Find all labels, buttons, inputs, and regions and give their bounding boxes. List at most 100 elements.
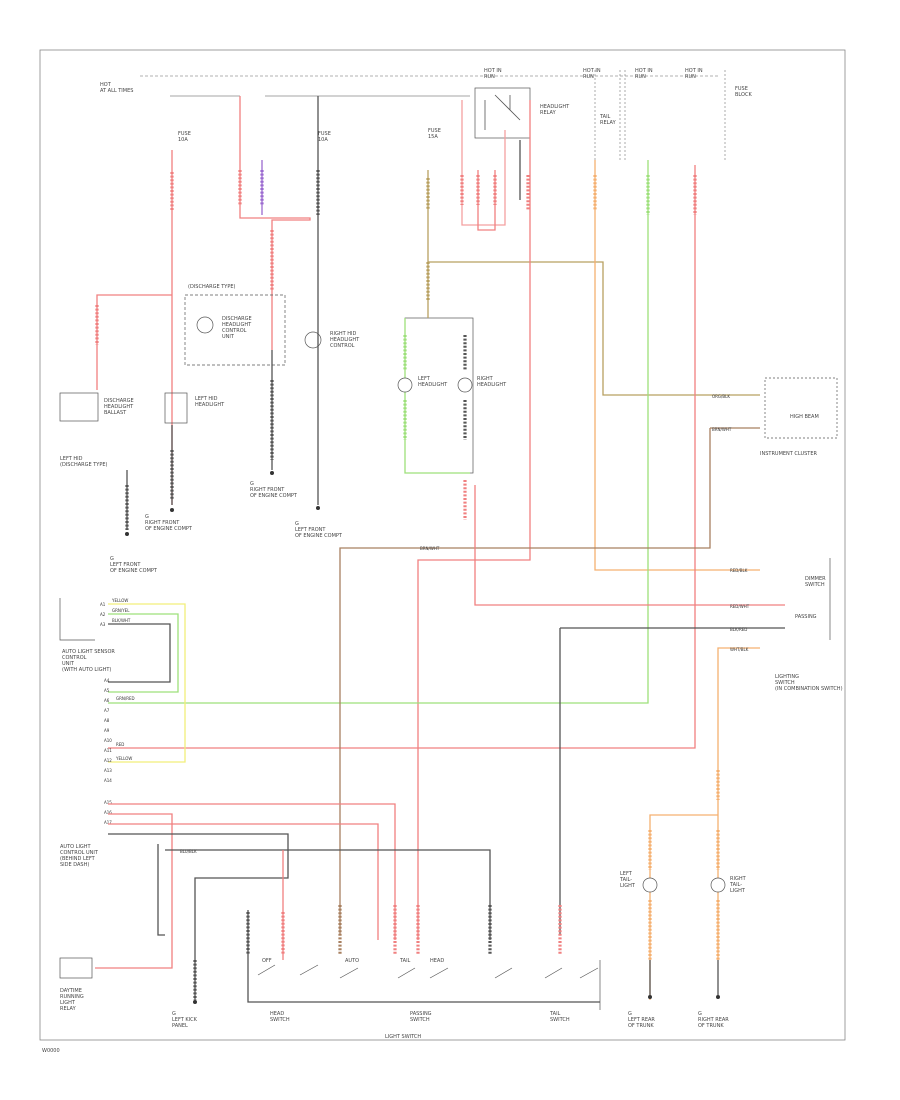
footer-code: W0000 <box>42 1048 60 1054</box>
label-passing-switch: PASSING <box>795 614 817 620</box>
svg-text:A9: A9 <box>104 728 110 733</box>
discharge-bulb <box>196 316 214 334</box>
sensor-bracket <box>59 598 95 641</box>
wire-label-red-switch: RED/WHT <box>730 604 750 609</box>
wire-orange-right <box>717 647 760 960</box>
wire-label-grn-red: GRN/RED <box>116 696 135 701</box>
svg-text:A4: A4 <box>104 678 110 683</box>
wire-label-grn: GRN/YEL <box>112 608 130 613</box>
wire-green-a <box>108 160 649 704</box>
wire-label-blu: BLU/BLK <box>180 849 197 854</box>
wire-pink-short <box>262 217 311 350</box>
wire-label-brn2: BRN/WHT <box>420 546 440 551</box>
wire-pink-switch <box>474 485 785 606</box>
wire-yellow-sensor <box>108 603 186 763</box>
wire-label-wht: WHT/BLK <box>730 647 749 652</box>
wire-bottom-black-2 <box>157 844 165 936</box>
label-tail: TAIL <box>399 958 411 964</box>
label-instrument-cluster: INSTRUMENT CLUSTER <box>760 451 818 457</box>
svg-text:A15: A15 <box>104 800 112 805</box>
left-headlight-bulb <box>397 377 413 393</box>
wire-bottom-black-3 <box>165 849 491 940</box>
label-discharge-type: (DISCHARGE TYPE) <box>188 284 236 290</box>
wire-relay-red <box>477 170 496 231</box>
headlight-relay-box <box>474 87 531 139</box>
label-head: HEAD <box>430 958 444 964</box>
wire-olive-horiz <box>428 261 760 396</box>
right-tail-bulb <box>710 877 726 893</box>
wire-bottom-black-1 <box>108 833 289 1000</box>
wire-sw-1 <box>247 910 600 1003</box>
pin-label-a: A1 <box>100 602 106 607</box>
wire-hot-left <box>239 96 262 219</box>
ground-symbols <box>125 471 720 1004</box>
wire-green-box <box>404 318 470 474</box>
left-ballast-box <box>59 392 99 422</box>
diagram-frame <box>39 49 846 1041</box>
wire-black-sensor <box>108 623 171 683</box>
svg-text:A6: A6 <box>104 698 110 703</box>
wire-left-pink <box>96 294 172 390</box>
wire-bottom-red-2 <box>95 813 173 969</box>
wire-label-red2: RED/BLK <box>730 568 748 573</box>
relay-coil <box>484 94 521 130</box>
switch-contacts <box>257 964 599 979</box>
svg-text:A12: A12 <box>104 758 112 763</box>
right-headlight-bulb <box>457 377 473 393</box>
wire-label-blk: BLK/WHT <box>112 618 131 623</box>
svg-text:A17: A17 <box>104 820 112 825</box>
label-auto: AUTO <box>345 958 359 964</box>
fuse-block-divider <box>594 70 726 160</box>
wire-label-blk-switch: BLK/RED <box>730 627 747 632</box>
wire-brown-cluster <box>339 427 760 935</box>
wire-bottom-red-1 <box>108 803 396 940</box>
instrument-cluster-box <box>764 377 838 439</box>
discharge-control-box <box>184 294 286 366</box>
wire-label-yellow: YELLOW <box>115 756 132 761</box>
wire-relay-red-main <box>417 100 531 940</box>
wire-green-sensor <box>108 613 179 693</box>
svg-text:A16: A16 <box>104 810 112 815</box>
wire-red-a <box>108 165 696 749</box>
label-high-beam: HIGH BEAM <box>790 414 819 420</box>
left-hid-box <box>164 392 188 424</box>
control-unit-pins: A4 A5 A6 A7 A8 A9 A10 A11 A12 A13 A14 A1… <box>104 678 112 825</box>
wire-label-red: RED <box>116 742 124 747</box>
right-hid-bulb <box>304 331 322 349</box>
wire-black-switch <box>559 627 785 935</box>
svg-text:A11: A11 <box>104 748 112 753</box>
wire-tail-left <box>649 814 718 1000</box>
headlight-box <box>404 317 474 474</box>
wire-bottom-red-3 <box>108 823 379 940</box>
wire-label-org: ORG/BLK <box>712 394 730 399</box>
svg-text:A10: A10 <box>104 738 112 743</box>
wire-label-brn: BRN/WHT <box>712 427 732 432</box>
